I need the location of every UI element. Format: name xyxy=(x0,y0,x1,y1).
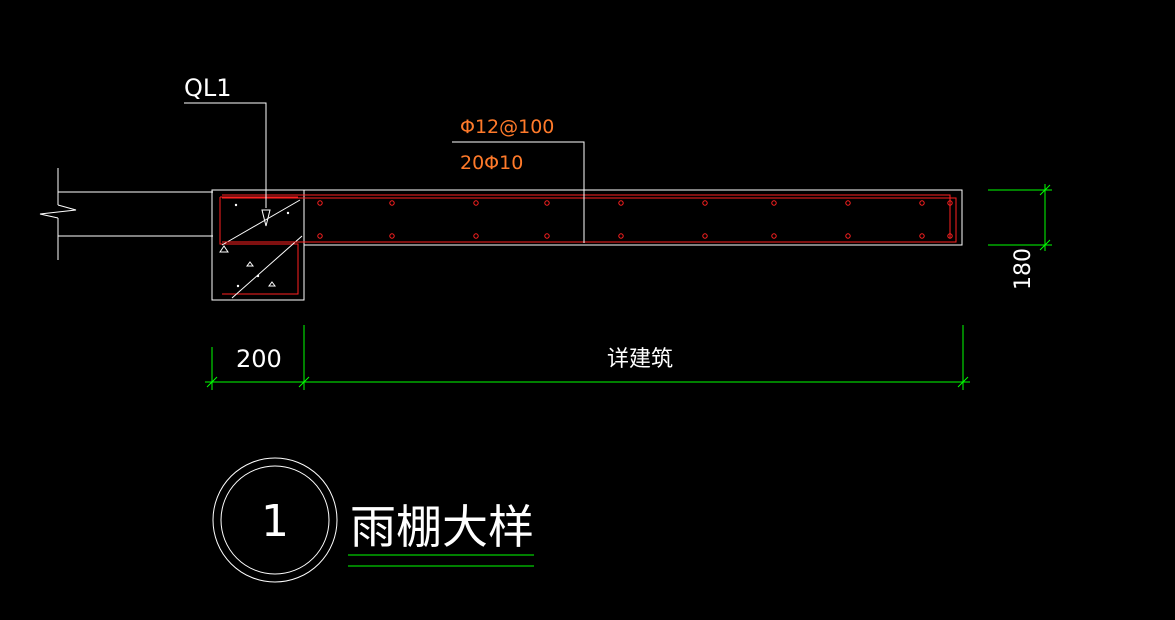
rebar-dot xyxy=(389,200,395,206)
break-symbol xyxy=(39,204,77,219)
dim-note-label: 详建筑 xyxy=(607,347,673,372)
rebar-dot xyxy=(389,233,395,239)
dim-height-label: 180 xyxy=(1011,248,1036,290)
detail-title: 1 雨棚大样 xyxy=(212,457,534,583)
aggregate-dot-1 xyxy=(234,203,238,207)
rebar-dot xyxy=(947,233,953,239)
aggregate-dot-3 xyxy=(256,274,260,278)
aggregate-mark-2 xyxy=(246,261,254,267)
detail-title-text: 雨棚大样 xyxy=(350,500,534,554)
canopy-rebar-loop xyxy=(222,197,957,243)
rebar-dot xyxy=(771,200,777,206)
dim-tick-right xyxy=(957,376,969,388)
dim-width-label: 200 xyxy=(236,345,282,373)
canopy-outline xyxy=(303,189,963,246)
aggregate-dot-4 xyxy=(236,284,240,288)
rebar-leader-line xyxy=(452,141,585,243)
rebar-dist-label: 20Φ10 xyxy=(460,152,523,174)
dim-tick-left xyxy=(206,376,218,388)
beam-leader-arrow xyxy=(261,209,271,227)
detail-circle-inner xyxy=(220,465,330,575)
rebar-main-label: Φ12@100 xyxy=(460,116,554,138)
detail-number: 1 xyxy=(261,496,289,547)
canopy-slab xyxy=(222,189,963,246)
aggregate-mark-1 xyxy=(219,245,229,253)
rebar-dot xyxy=(845,233,851,239)
rebar-dot xyxy=(919,233,925,239)
rebar-dot xyxy=(544,233,550,239)
rebar-dot xyxy=(473,233,479,239)
canopy-rebar-inner xyxy=(222,194,951,238)
dim-tick-middle xyxy=(298,376,310,388)
dim-height: 180 xyxy=(988,184,1052,290)
dim-height-tick-bottom xyxy=(1039,239,1051,251)
beam-outline xyxy=(211,189,305,301)
rebar-dot xyxy=(771,233,777,239)
beam-stirrup xyxy=(219,197,299,295)
rebar-dot xyxy=(317,200,323,206)
rebar-dot xyxy=(702,233,708,239)
aggregate-mark-3 xyxy=(268,281,276,287)
rebar-dot xyxy=(544,200,550,206)
rebar-dot xyxy=(947,200,953,206)
hatch-line-1 xyxy=(221,199,301,246)
rebar-dot xyxy=(473,200,479,206)
dim-height-tick-top xyxy=(1039,184,1051,196)
rebar-dot xyxy=(317,233,323,239)
ql1-leader: QL1 xyxy=(184,74,271,227)
aggregate-dot-2 xyxy=(286,211,290,215)
dim-horizontal: 200 详建筑 xyxy=(205,325,970,390)
rebar-dot xyxy=(702,200,708,206)
rebar-dot xyxy=(618,233,624,239)
rebar-callout: Φ12@100 20Φ10 xyxy=(452,116,585,243)
beam-tag-label: QL1 xyxy=(184,74,232,102)
rebar-dot xyxy=(618,200,624,206)
rebar-dot xyxy=(845,200,851,206)
rebar-dots xyxy=(317,200,953,239)
beam-leader-line xyxy=(184,102,267,208)
detail-circle-outer xyxy=(212,457,338,583)
rebar-dot xyxy=(919,200,925,206)
ring-beam-section xyxy=(211,189,305,301)
wall-slab xyxy=(39,168,213,260)
hatch-line-2 xyxy=(231,235,303,299)
